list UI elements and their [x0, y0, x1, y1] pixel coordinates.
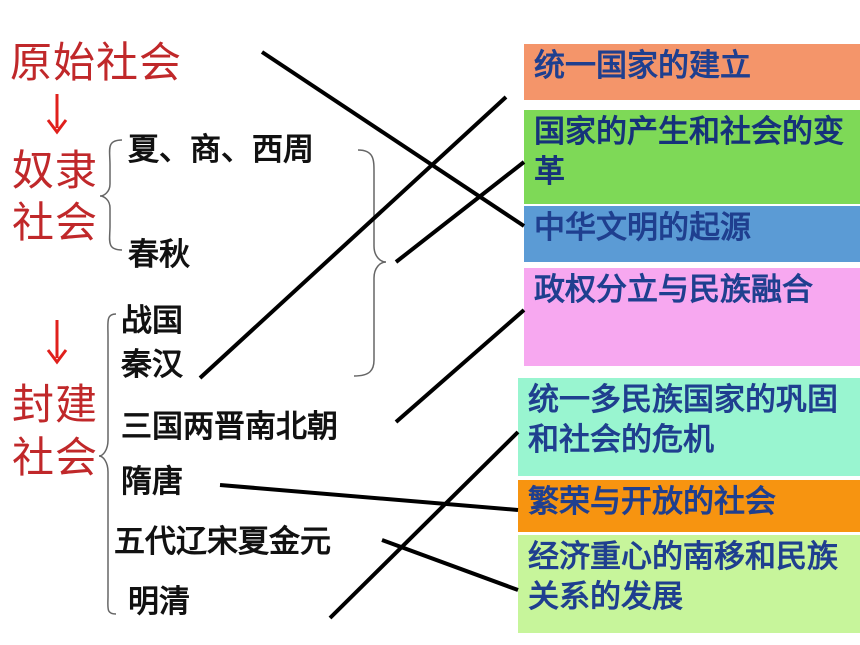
theme-label: 经济重心的南移和民族关系的发展: [528, 539, 838, 615]
era-feudal-society-line1: 封建: [12, 380, 99, 429]
era-slave-society-line2: 社会: [12, 198, 99, 247]
period-zhanguo: 战国: [121, 303, 183, 339]
theme-label: 统一国家的建立: [534, 48, 751, 84]
down-arrow-icon: [46, 320, 68, 365]
period-chunqiu: 春秋: [128, 237, 190, 273]
brace-feudal-society: [98, 313, 117, 615]
line-slave-to-state-origin: [394, 160, 526, 264]
theme-label: 统一多民族国家的巩固和社会的危机: [528, 382, 838, 458]
theme-label: 繁荣与开放的社会: [528, 484, 776, 520]
line-sanguo-to-division: [394, 308, 526, 424]
brace-slave-society: [99, 139, 123, 251]
theme-box-division-fusion: 政权分立与民族融合: [524, 268, 860, 366]
down-arrow-icon: [46, 94, 68, 135]
theme-label: 国家的产生和社会的变革: [534, 114, 844, 190]
line-wudai-to-economic-shift: [381, 538, 519, 592]
period-wudai: 五代辽宋夏金元: [114, 524, 331, 560]
theme-label: 中华文明的起源: [534, 210, 751, 246]
line-mingqing-to-consolidation: [328, 430, 520, 620]
line-suitang-to-prosperity: [219, 483, 519, 512]
period-suitang: 隋唐: [121, 464, 183, 500]
period-sanguo: 三国两晋南北朝: [121, 409, 338, 445]
period-mingqing: 明清: [128, 584, 190, 620]
theme-box-civilization-origin: 中华文明的起源: [524, 206, 860, 262]
theme-label: 政权分立与民族融合: [534, 272, 813, 308]
brace-right-group: [353, 149, 387, 377]
theme-box-state-origin: 国家的产生和社会的变革: [524, 110, 860, 204]
period-xia-shang-xizhou: 夏、商、西周: [128, 132, 314, 168]
era-slave-society-line1: 奴隶: [12, 146, 99, 195]
theme-box-prosperity-openness: 繁荣与开放的社会: [518, 480, 860, 532]
theme-box-economic-shift: 经济重心的南移和民族关系的发展: [518, 535, 860, 633]
theme-box-unified-state: 统一国家的建立: [524, 44, 860, 100]
line-qinhan-to-unified-state: [198, 95, 508, 380]
theme-box-consolidation-crisis: 统一多民族国家的巩固和社会的危机: [518, 378, 860, 476]
period-qinhan: 秦汉: [121, 347, 183, 383]
era-primitive-society: 原始社会: [10, 38, 183, 87]
era-feudal-society-line2: 社会: [12, 433, 99, 482]
